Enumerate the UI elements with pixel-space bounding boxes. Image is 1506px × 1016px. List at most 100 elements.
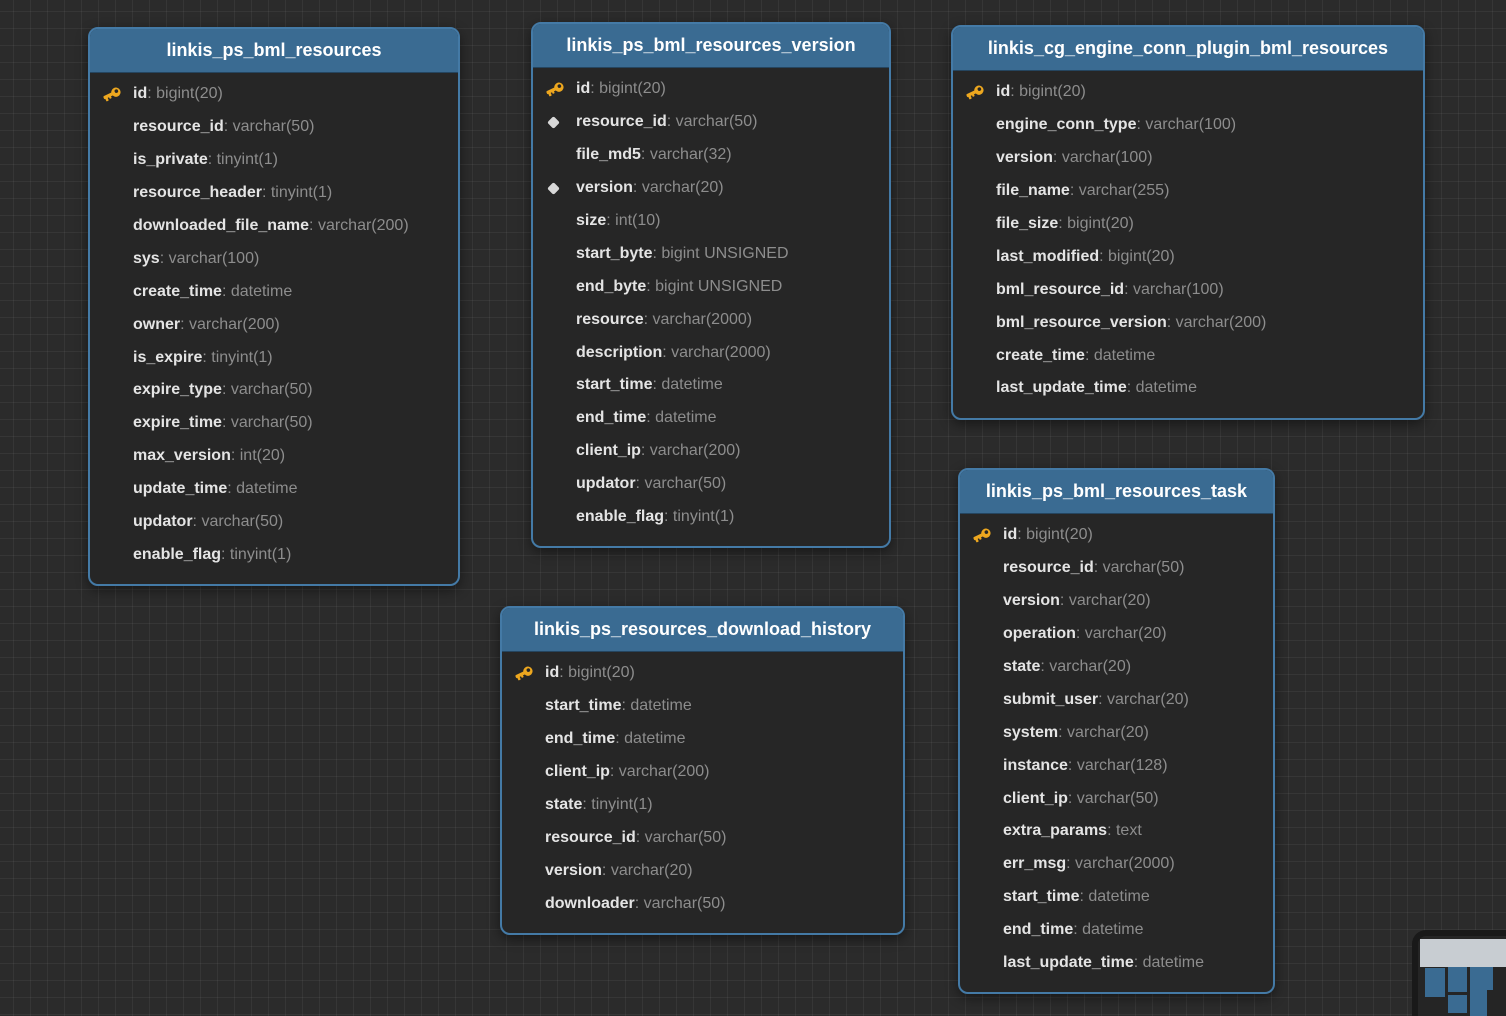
field-row[interactable]: last_modified: bigint(20) <box>965 240 1415 273</box>
field-row[interactable]: start_time: datetime <box>545 369 881 402</box>
no-icon <box>514 828 545 848</box>
field-row[interactable]: downloader: varchar(50) <box>514 887 895 920</box>
field-row[interactable]: last_update_time: datetime <box>972 947 1265 980</box>
no-icon <box>102 183 133 203</box>
field-row[interactable]: start_time: datetime <box>514 690 895 723</box>
field-row[interactable]: client_ip: varchar(200) <box>545 435 881 468</box>
field-row[interactable]: create_time: datetime <box>965 339 1415 372</box>
field-row[interactable]: resource_id: varchar(50) <box>545 106 881 139</box>
field-row[interactable]: update_time: datetime <box>102 473 450 506</box>
field-row[interactable]: description: varchar(2000) <box>545 336 881 369</box>
field-row[interactable]: end_time: datetime <box>545 402 881 435</box>
field-row[interactable]: end_time: datetime <box>514 723 895 756</box>
field-type: : tinyint(1) <box>202 348 273 366</box>
field-row[interactable]: instance: varchar(128) <box>972 749 1265 782</box>
field-row[interactable]: engine_conn_type: varchar(100) <box>965 109 1415 142</box>
field-row[interactable]: enable_flag: tinyint(1) <box>545 501 881 534</box>
table-header[interactable]: linkis_ps_resources_download_history <box>502 608 903 652</box>
field-row[interactable]: id: bigint(20) <box>972 519 1265 552</box>
field-row[interactable]: version: varchar(20) <box>514 854 895 887</box>
field-row[interactable]: id: bigint(20) <box>965 76 1415 109</box>
field-row[interactable]: bml_resource_id: varchar(100) <box>965 273 1415 306</box>
field-name: enable_flag <box>133 545 222 563</box>
field-row[interactable]: start_time: datetime <box>972 881 1265 914</box>
field-row[interactable]: downloaded_file_name: varchar(200) <box>102 210 450 243</box>
field-row[interactable]: file_md5: varchar(32) <box>545 139 881 172</box>
field-name: id <box>1003 526 1018 544</box>
field-row[interactable]: err_msg: varchar(2000) <box>972 848 1265 881</box>
table-card-linkis_cg_engine_conn_plugin_bml_resources[interactable]: linkis_cg_engine_conn_plugin_bml_resourc… <box>951 25 1425 420</box>
field-row[interactable]: version: varchar(20) <box>972 585 1265 618</box>
table-header[interactable]: linkis_cg_engine_conn_plugin_bml_resourc… <box>953 27 1423 71</box>
table-header[interactable]: linkis_ps_bml_resources_version <box>533 24 889 68</box>
field-type: : varchar(200) <box>180 315 280 333</box>
table-header[interactable]: linkis_ps_bml_resources_task <box>960 470 1273 514</box>
field-row[interactable]: resource_id: varchar(50) <box>102 111 450 144</box>
field-type: : varchar(50) <box>1093 559 1185 577</box>
field-row[interactable]: client_ip: varchar(50) <box>972 782 1265 815</box>
field-name: enable_flag <box>576 508 665 526</box>
table-card-linkis_ps_bml_resources_task[interactable]: linkis_ps_bml_resources_task id: bigint(… <box>958 468 1275 995</box>
field-row[interactable]: owner: varchar(200) <box>102 308 450 341</box>
field-row[interactable]: submit_user: varchar(20) <box>972 683 1265 716</box>
field-row[interactable]: sys: varchar(100) <box>102 242 450 275</box>
field-row[interactable]: operation: varchar(20) <box>972 618 1265 651</box>
no-icon <box>972 558 1003 578</box>
field-row[interactable]: create_time: datetime <box>102 275 450 308</box>
field-row[interactable]: file_size: bigint(20) <box>965 208 1415 241</box>
field-row[interactable]: version: varchar(100) <box>965 142 1415 175</box>
field-row[interactable]: start_byte: bigint UNSIGNED <box>545 237 881 270</box>
no-icon <box>102 117 133 137</box>
no-icon <box>965 378 996 398</box>
minimap-table <box>1470 990 1487 1016</box>
no-icon <box>972 854 1003 874</box>
field-row[interactable]: size: int(10) <box>545 205 881 238</box>
field-row[interactable]: last_update_time: datetime <box>965 372 1415 405</box>
field-row[interactable]: id: bigint(20) <box>545 73 881 106</box>
minimap-viewport[interactable] <box>1420 939 1506 967</box>
field-row[interactable]: id: bigint(20) <box>514 657 895 690</box>
field-row[interactable]: extra_params: text <box>972 815 1265 848</box>
field-row[interactable]: expire_type: varchar(50) <box>102 374 450 407</box>
field-row[interactable]: updator: varchar(50) <box>102 506 450 539</box>
field-name: resource_id <box>133 118 224 136</box>
table-card-linkis_ps_bml_resources_version[interactable]: linkis_ps_bml_resources_version id: bigi… <box>531 22 891 549</box>
field-row[interactable]: resource_id: varchar(50) <box>514 821 895 854</box>
field-row[interactable]: expire_time: varchar(50) <box>102 407 450 440</box>
field-row[interactable]: resource_id: varchar(50) <box>972 552 1265 585</box>
table-card-linkis_ps_resources_download_history[interactable]: linkis_ps_resources_download_history id:… <box>500 606 905 936</box>
field-row[interactable]: version: varchar(20) <box>545 172 881 205</box>
field-row[interactable]: resource: varchar(2000) <box>545 303 881 336</box>
field-row[interactable]: end_byte: bigint UNSIGNED <box>545 270 881 303</box>
no-icon <box>102 446 133 466</box>
no-icon <box>972 789 1003 809</box>
field-row[interactable]: file_name: varchar(255) <box>965 175 1415 208</box>
field-row[interactable]: resource_header: tinyint(1) <box>102 177 450 210</box>
no-icon <box>545 244 576 264</box>
field-row[interactable]: end_time: datetime <box>972 914 1265 947</box>
field-row[interactable]: state: tinyint(1) <box>514 789 895 822</box>
field-type: : datetime <box>1084 346 1156 364</box>
field-name: resource_header <box>133 184 262 202</box>
field-type: : varchar(2000) <box>662 343 771 361</box>
field-row[interactable]: system: varchar(20) <box>972 716 1265 749</box>
field-type: : varchar(200) <box>609 763 710 781</box>
field-type: : tinyint(1) <box>664 508 735 526</box>
no-icon <box>965 214 996 234</box>
no-icon <box>545 343 576 363</box>
field-row[interactable]: state: varchar(20) <box>972 651 1265 684</box>
table-header[interactable]: linkis_ps_bml_resources <box>90 29 458 73</box>
field-row[interactable]: bml_resource_version: varchar(200) <box>965 306 1415 339</box>
field-row[interactable]: max_version: int(20) <box>102 440 450 473</box>
minimap[interactable] <box>1412 930 1506 1016</box>
table-card-linkis_ps_bml_resources[interactable]: linkis_ps_bml_resources id: bigint(20)re… <box>88 27 460 587</box>
field-name: engine_conn_type <box>996 116 1137 134</box>
field-row[interactable]: updator: varchar(50) <box>545 468 881 501</box>
field-row[interactable]: is_expire: tinyint(1) <box>102 341 450 374</box>
field-row[interactable]: is_private: tinyint(1) <box>102 144 450 177</box>
field-row[interactable]: client_ip: varchar(200) <box>514 756 895 789</box>
field-row[interactable]: id: bigint(20) <box>102 78 450 111</box>
field-row[interactable]: enable_flag: tinyint(1) <box>102 538 450 571</box>
field-name: start_time <box>576 376 653 394</box>
